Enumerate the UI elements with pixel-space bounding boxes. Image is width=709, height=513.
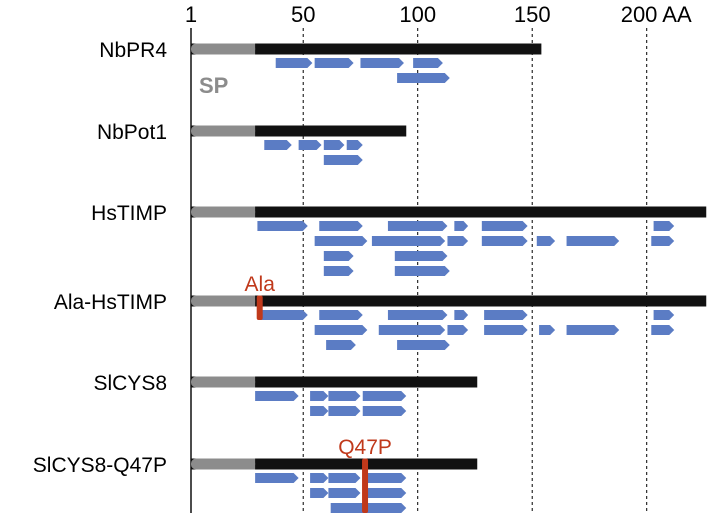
signal-peptide-bar-fill (199, 376, 256, 388)
peptide-arrow (264, 140, 292, 150)
peptide-arrow (653, 310, 675, 320)
peptide-arrow (566, 325, 620, 335)
protein-bar (191, 376, 478, 388)
peptide-arrow (362, 391, 407, 401)
protein-track-SlCYS8: SlCYS8 (93, 372, 478, 416)
peptide-arrow (371, 236, 446, 246)
peptide-arrow (259, 310, 308, 320)
tick-label-150: 150 (514, 2, 551, 27)
peptide-arrow (257, 221, 308, 231)
peptide-arrow (310, 473, 329, 483)
peptide-arrow (328, 488, 361, 498)
peptide-arrow (310, 391, 329, 401)
protein-track-HsTIMP: HsTIMP (91, 202, 707, 276)
protein-bar (191, 458, 478, 470)
protein-name: SlCYS8-Q47P (33, 454, 167, 477)
protein-name: HsTIMP (91, 202, 167, 225)
tick-label-1: 1 (185, 2, 197, 27)
peptide-arrow (651, 236, 675, 246)
protein-name: NbPot1 (97, 121, 167, 144)
peptide-arrow (255, 473, 299, 483)
peptide-arrow (275, 58, 313, 68)
peptide-arrow (255, 391, 299, 401)
signal-peptide-bar-fill (199, 43, 256, 55)
peptide-arrow (447, 325, 469, 335)
peptide-arrow (481, 221, 528, 231)
peptide-arrow (314, 236, 368, 246)
peptide-arrow (394, 266, 450, 276)
peptide-arrow (484, 310, 528, 320)
peptide-arrow (326, 340, 356, 350)
peptide-arrow (362, 406, 407, 416)
protein-track-NbPot1: NbPot1 (97, 121, 407, 165)
protein-name: NbPR4 (99, 39, 167, 62)
peptide-arrow (328, 406, 361, 416)
protein-bar (191, 43, 542, 55)
peptide-arrow (387, 221, 448, 231)
sp-label: SP (199, 73, 228, 98)
peptide-arrow (346, 140, 363, 150)
peptide-arrow (394, 251, 448, 261)
peptide-arrow (397, 73, 450, 83)
peptide-arrow (330, 503, 407, 513)
tick-label-200: 200 AA (621, 2, 692, 27)
tick-label-50: 50 (291, 2, 315, 27)
peptide-arrow (484, 325, 528, 335)
peptide-arrow (447, 236, 469, 246)
peptide-arrow (454, 221, 469, 231)
peptide-arrow (481, 236, 528, 246)
peptide-arrow (651, 325, 675, 335)
peptide-arrow (397, 340, 450, 350)
peptide-arrow (454, 310, 469, 320)
mutation-label: Q47P (338, 436, 392, 459)
peptide-arrow (378, 325, 446, 335)
mutation-marker (256, 295, 263, 320)
peptide-arrow (566, 236, 620, 246)
peptide-arrow (298, 140, 322, 150)
protein-bar (191, 125, 407, 137)
peptide-arrow (360, 58, 404, 68)
protein-name: Ala-HsTIMP (54, 291, 167, 314)
peptide-arrow (323, 140, 345, 150)
peptide-arrow (319, 310, 363, 320)
peptide-arrow (328, 391, 361, 401)
peptide-arrow (314, 58, 354, 68)
peptide-arrow (323, 266, 354, 276)
protein-bar (191, 295, 707, 307)
peptide-arrow (310, 488, 329, 498)
peptide-arrow (413, 58, 443, 68)
peptide-arrow (310, 406, 329, 416)
peptide-arrow (323, 155, 363, 165)
peptide-arrow (539, 325, 556, 335)
peptide-arrow (362, 473, 407, 483)
signal-peptide-bar-fill (199, 125, 256, 137)
peptide-arrow (653, 221, 675, 231)
peptide-arrow (387, 310, 448, 320)
protein-bar (191, 206, 707, 218)
mutation-marker (362, 458, 369, 513)
peptide-arrow (536, 236, 556, 246)
signal-peptide-bar-fill (199, 295, 256, 307)
peptide-arrow (319, 221, 363, 231)
peptide-arrow (362, 488, 407, 498)
peptide-arrow (314, 325, 368, 335)
protein-name: SlCYS8 (93, 372, 167, 395)
mutation-label: Ala (245, 273, 276, 296)
signal-peptide-bar-fill (199, 458, 256, 470)
protein-track-SlCYS8-Q47P: SlCYS8-Q47P Q47P (33, 436, 478, 513)
peptide-arrow (328, 473, 361, 483)
peptide-arrow (323, 251, 354, 261)
tick-label-100: 100 (399, 2, 436, 27)
signal-peptide-bar-fill (199, 206, 256, 218)
protein-track-Ala-HsTIMP: Ala-HsTIMP Ala (54, 273, 707, 350)
